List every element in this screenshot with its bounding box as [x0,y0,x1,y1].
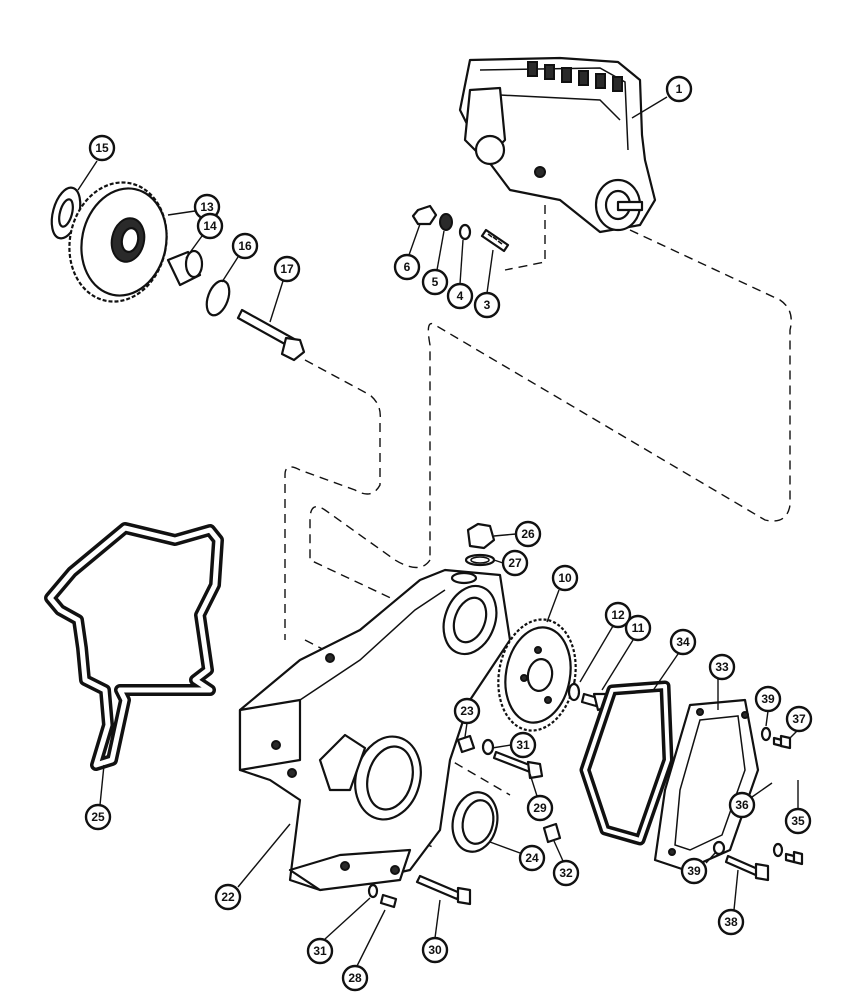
callout-13: 13 [193,193,221,221]
callout-17: 17 [273,255,301,283]
callout-label: 16 [238,239,252,253]
callout-5: 5 [421,268,449,296]
callout-10: 10 [551,564,579,592]
callout-label: 36 [735,798,749,812]
pump-fasteners [411,204,510,253]
callout-33: 33 [708,653,736,681]
housing-fasteners [367,734,562,909]
callout-label: 23 [460,704,474,718]
callout-39-lower: 39 [680,857,708,885]
callout-label: 28 [348,971,362,985]
callout-label: 33 [715,660,729,674]
callout-label: 39 [761,692,775,706]
callout-label: 5 [432,275,439,289]
callout-label: 30 [428,943,442,957]
callout-label: 39 [687,864,701,878]
callout-label: 27 [508,556,522,570]
callout-3: 3 [473,291,501,319]
callout-label: 17 [280,262,294,276]
injection-pump [458,56,657,234]
callout-label: 34 [676,635,690,649]
callout-28: 28 [341,964,369,992]
callout-label: 4 [457,289,464,303]
callout-30: 30 [421,936,449,964]
callout-label: 12 [611,608,625,622]
callout-25: 25 [84,803,112,831]
housing-plug [464,522,496,567]
callout-label: 35 [791,814,805,828]
cover-gasket [579,680,674,846]
timing-cover-gasket [44,522,224,771]
callout-27: 27 [501,549,529,577]
callout-label: 22 [221,890,235,904]
pump-drive-gear [497,618,577,732]
callout-31-lower: 31 [306,937,334,965]
callout-label: 6 [404,260,411,274]
callout-32: 32 [552,859,580,887]
callout-label: 37 [792,712,806,726]
callout-23: 23 [453,697,481,725]
callout-label: 32 [559,866,573,880]
callout-label: 14 [203,219,217,233]
callout-29: 29 [526,794,554,822]
callout-label: 31 [516,738,530,752]
leader-lines [77,96,799,967]
callout-label: 31 [313,944,327,958]
callout-11: 11 [624,614,652,642]
callout-31-upper: 31 [509,731,537,759]
idler-gear-assembly [50,181,306,362]
callout-34: 34 [669,628,697,656]
cover-plate [653,698,760,872]
callout-6: 6 [393,253,421,281]
callout-label: 3 [484,298,491,312]
callout-36: 36 [728,791,756,819]
callout-16: 16 [231,232,259,260]
callout-1: 1 [665,75,693,103]
callout-12: 12 [604,601,632,629]
callout-label: 38 [724,915,738,929]
callout-label: 15 [95,141,109,155]
callout-label: 26 [521,527,535,541]
callout-39-upper: 39 [754,685,782,713]
callout-14: 14 [196,212,224,240]
callout-label: 13 [200,200,214,214]
callout-26: 26 [514,520,542,548]
callout-label: 1 [676,82,683,96]
callout-38: 38 [717,908,745,936]
callout-label: 11 [632,621,645,635]
callout-24: 24 [518,844,546,872]
timing-gear-housing [238,568,512,892]
callout-label: 10 [558,571,572,585]
callout-37: 37 [785,705,813,733]
callout-22: 22 [214,883,242,911]
callout-35: 35 [784,807,812,835]
cover-fasteners [712,726,804,882]
callout-label: 29 [533,801,547,815]
callout-label: 25 [91,810,105,824]
callout-15: 15 [88,134,116,162]
callout-4: 4 [446,282,474,310]
callout-label: 24 [525,851,539,865]
